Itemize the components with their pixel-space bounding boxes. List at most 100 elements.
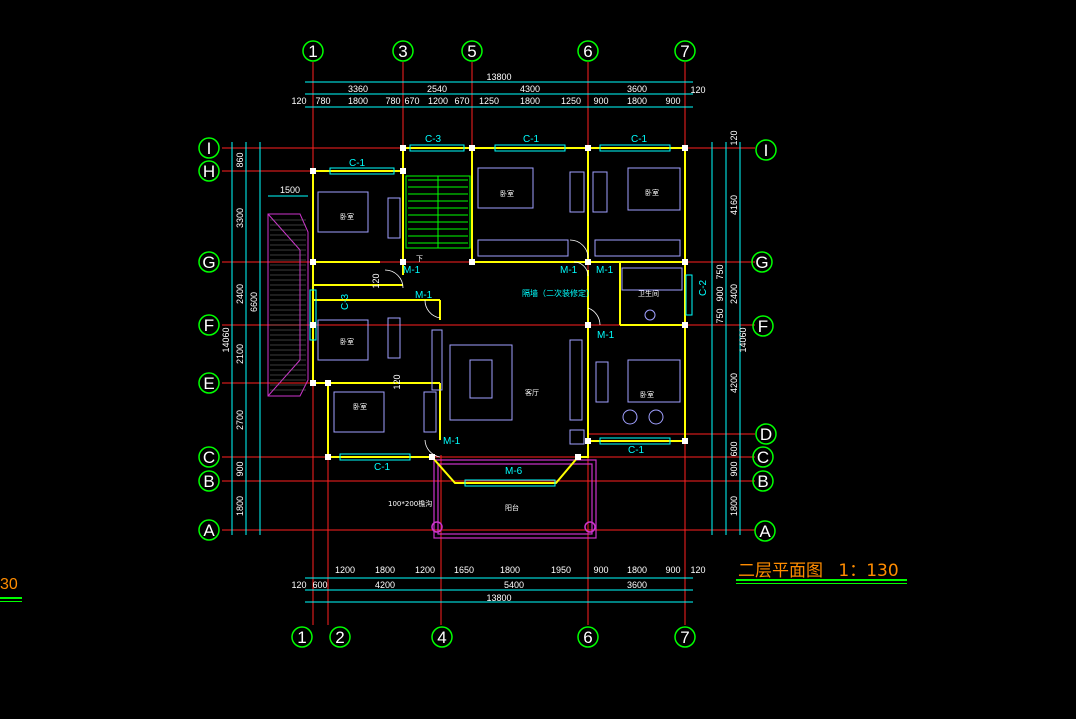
label-m6: M-6 bbox=[505, 466, 523, 477]
grid-bubble-right-F: F bbox=[752, 315, 774, 337]
svg-text:A: A bbox=[759, 522, 771, 541]
grid-bubble-bottom-2: 2 bbox=[329, 626, 351, 648]
dim-bottom-detail: 1200 bbox=[335, 565, 355, 575]
column bbox=[585, 259, 591, 265]
column bbox=[310, 168, 316, 174]
label-m1-d: M-1 bbox=[596, 265, 614, 276]
svg-text:F: F bbox=[758, 317, 768, 336]
dim-bottom-end-right: 120 bbox=[690, 565, 705, 575]
svg-text:G: G bbox=[755, 253, 768, 272]
grid-bubble-bottom-4: 4 bbox=[431, 626, 453, 648]
drawing-title-text: 二层平面图 bbox=[738, 561, 823, 581]
grid-bubble-right-C: C bbox=[752, 446, 774, 468]
column bbox=[325, 380, 331, 386]
label-c3-a: C-3 bbox=[425, 134, 442, 145]
column bbox=[682, 322, 688, 328]
svg-text:E: E bbox=[203, 374, 214, 393]
grid-bubble-bottom-7: 7 bbox=[674, 626, 696, 648]
edge-underline-thin bbox=[0, 601, 22, 602]
dim-bottom-bay: 5400 bbox=[504, 580, 524, 590]
column bbox=[429, 454, 435, 460]
label-c1-a: C-1 bbox=[349, 158, 366, 169]
label-c1-c: C-1 bbox=[631, 134, 648, 145]
structural-columns bbox=[310, 145, 688, 533]
column bbox=[325, 454, 331, 460]
svg-text:1: 1 bbox=[297, 628, 306, 647]
dim-top-detail: 900 bbox=[593, 96, 608, 106]
dim-left-bay: 3300 bbox=[235, 208, 245, 228]
grid-bubble-right-A: A bbox=[754, 520, 776, 542]
column bbox=[585, 322, 591, 328]
dim-top-bay: 4300 bbox=[520, 84, 540, 94]
column bbox=[400, 145, 406, 151]
dim-top-bay: 2540 bbox=[427, 84, 447, 94]
dim-top-detail: 1250 bbox=[561, 96, 581, 106]
drawing-title: 二层平面图 1：130 bbox=[738, 556, 899, 581]
dim-bottom-end-left: 120 bbox=[291, 580, 306, 590]
dim-left-bay: 2400 bbox=[235, 284, 245, 304]
room-bedroom-5: 卧室 bbox=[353, 402, 367, 411]
room-balcony: 阳台 bbox=[505, 503, 519, 512]
dim-small-a: 120 bbox=[371, 273, 381, 288]
dim-top-bay: 3360 bbox=[348, 84, 368, 94]
room-bedroom-1: 卧室 bbox=[340, 212, 354, 221]
furniture bbox=[317, 167, 683, 445]
balcony-post bbox=[584, 521, 596, 533]
dim-left-bay: 860 bbox=[235, 152, 245, 167]
title-underline-thin bbox=[736, 583, 907, 584]
note-partition: 隔墙（二次装修定） bbox=[522, 288, 594, 298]
label-c1-b: C-1 bbox=[523, 134, 540, 145]
svg-text:D: D bbox=[760, 425, 772, 444]
column bbox=[585, 438, 591, 444]
column bbox=[585, 145, 591, 151]
dim-bottom-detail: 1800 bbox=[627, 565, 647, 575]
svg-text:4: 4 bbox=[437, 628, 446, 647]
svg-text:F: F bbox=[204, 316, 214, 335]
grid-bubble-bottom-6: 6 bbox=[577, 626, 599, 648]
grid-bubble-top-3: 3 bbox=[392, 40, 414, 62]
svg-text:H: H bbox=[203, 162, 215, 181]
svg-text:I: I bbox=[207, 139, 212, 158]
grid-bubble-top-7: 7 bbox=[674, 40, 696, 62]
svg-text:C: C bbox=[757, 448, 769, 467]
dim-top-end-right: 120 bbox=[690, 85, 705, 95]
dim-top-detail: 1800 bbox=[520, 96, 540, 106]
balcony-post bbox=[431, 521, 443, 533]
room-living: 客厅 bbox=[525, 388, 539, 397]
dim-right-sub: 750 bbox=[715, 264, 725, 279]
dim-bottom-detail: 1950 bbox=[551, 565, 571, 575]
label-m1-e: M-1 bbox=[597, 330, 615, 341]
dim-right-bay: 2400 bbox=[729, 284, 739, 304]
room-bedroom-4: 卧室 bbox=[340, 337, 354, 346]
grid-bubble-left-A: A bbox=[198, 519, 220, 541]
svg-text:B: B bbox=[757, 472, 768, 491]
grid-bubble-bottom-1: 1 bbox=[291, 626, 313, 648]
grid-bubble-right-D: D bbox=[755, 423, 777, 445]
edge-underline bbox=[0, 597, 22, 599]
drawing-scale: 1：130 bbox=[838, 561, 899, 581]
grid-bubble-left-H: H bbox=[198, 160, 220, 182]
grid-bubble-top-6: 6 bbox=[577, 40, 599, 62]
dim-right-top: 120 bbox=[729, 130, 739, 145]
room-bedroom-6: 卧室 bbox=[640, 390, 654, 399]
label-m1-a: M-1 bbox=[403, 265, 421, 276]
dim-left-overall: 14060 bbox=[221, 327, 231, 352]
grid-bubble-left-I: I bbox=[198, 137, 220, 159]
grid-bubble-left-B: B bbox=[198, 470, 220, 492]
doors bbox=[384, 239, 601, 458]
dim-left-sub: 6600 bbox=[249, 292, 259, 312]
dim-right-sub: 750 bbox=[715, 308, 725, 323]
dim-top-detail: 1800 bbox=[627, 96, 647, 106]
grid-bubble-top-1: 1 bbox=[302, 40, 324, 62]
label-down: 下 bbox=[416, 255, 423, 263]
label-c1-e: C-1 bbox=[628, 445, 645, 456]
label-m1-f: M-1 bbox=[443, 436, 461, 447]
dim-top-detail: 670 bbox=[404, 96, 419, 106]
dim-right-bay: 900 bbox=[729, 461, 739, 476]
dim-bottom-detail: 1650 bbox=[454, 565, 474, 575]
label-c2: C-2 bbox=[698, 279, 709, 296]
dim-top-bay: 3600 bbox=[627, 84, 647, 94]
note-gutter: 100*200檐沟 bbox=[388, 499, 432, 508]
